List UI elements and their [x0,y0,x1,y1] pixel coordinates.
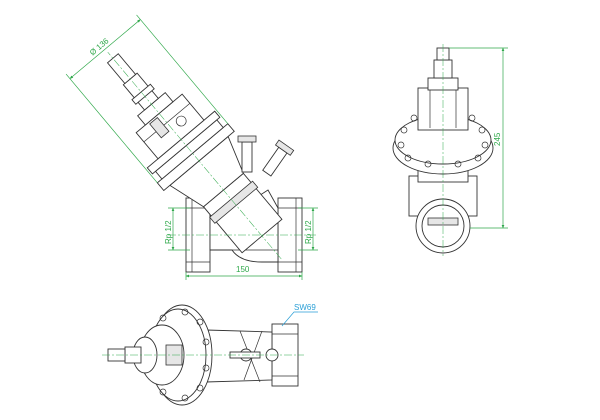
height-dimension-label: 245 [493,132,502,146]
flange-bolts [397,114,489,168]
port-right-label: Rp 1/2 [304,220,313,244]
length-dimension-label: 150 [236,265,250,274]
top-flange-bolts [159,308,210,402]
top-view: SW69 [102,303,318,406]
side-view: Ø 136 Rp 1/2 Rp 1/2 150 [65,14,318,280]
side-dimensions: Rp 1/2 Rp 1/2 150 [164,207,318,280]
actuator-side: Ø 136 [65,14,283,260]
test-valves [237,135,295,177]
port-left-label: Rp 1/2 [164,220,173,244]
front-view: 245 [392,44,508,256]
wrench-size-callout: SW69 [294,303,316,312]
